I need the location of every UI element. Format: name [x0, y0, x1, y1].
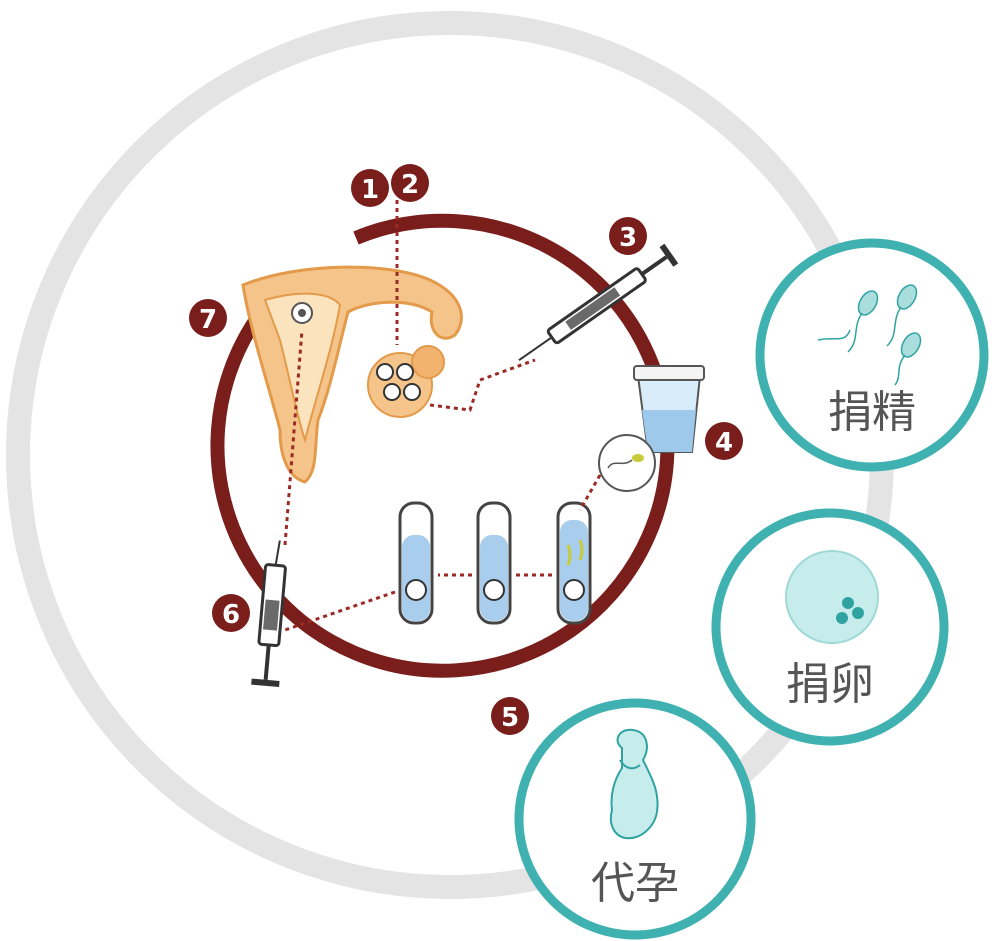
- sperm-sample-cup-icon: [633, 365, 705, 453]
- svg-text:1: 1: [361, 175, 379, 205]
- arrow-ovary-to-syringe: [429, 358, 536, 412]
- svg-text:4: 4: [715, 428, 733, 458]
- test-tube-2: [476, 501, 512, 625]
- surrogacy-bubble[interactable]: 代孕: [514, 698, 756, 940]
- svg-text:2: 2: [401, 170, 419, 200]
- step-badge-5: 5: [491, 697, 529, 735]
- step-badge-4: 4: [705, 422, 743, 460]
- transfer-syringe-icon: [251, 540, 287, 688]
- arrow-cup-to-tube: [578, 474, 602, 511]
- process-arrows: [283, 200, 602, 632]
- cycle-ring: [210, 213, 675, 678]
- egg-cell-icon: [785, 550, 879, 644]
- retrieval-syringe-icon: [518, 243, 679, 362]
- step-badge-7: 7: [189, 299, 227, 337]
- svg-text:7: 7: [199, 305, 217, 335]
- svg-text:5: 5: [501, 703, 519, 733]
- step-badge-2: 2: [391, 164, 429, 202]
- uterus-icon: [241, 265, 463, 484]
- pregnant-woman-icon: [609, 728, 659, 840]
- test-tube-3: [556, 501, 592, 625]
- svg-text:3: 3: [619, 223, 637, 253]
- magnified-sperm-icon: [598, 434, 656, 492]
- step-badge-6: 6: [212, 594, 250, 632]
- outer-ring: [6, 11, 894, 899]
- surrogacy-label: 代孕: [591, 858, 679, 909]
- test-tube-1: [398, 501, 434, 625]
- step-badge-3: 3: [609, 217, 647, 255]
- sperm-icon: [817, 284, 922, 386]
- sperm-donation-bubble[interactable]: 捐精: [755, 238, 989, 472]
- svg-text:6: 6: [222, 600, 240, 630]
- egg-donation-bubble[interactable]: 捐卵: [711, 508, 949, 746]
- arrow-tube1-to-syringe: [284, 590, 396, 632]
- ovary-icon: [367, 345, 445, 418]
- sperm-donation-label: 捐精: [828, 387, 916, 438]
- step-badge-1: 1: [351, 169, 389, 207]
- arrow-syringe-to-uterus: [283, 329, 304, 546]
- egg-donation-label: 捐卵: [786, 659, 874, 710]
